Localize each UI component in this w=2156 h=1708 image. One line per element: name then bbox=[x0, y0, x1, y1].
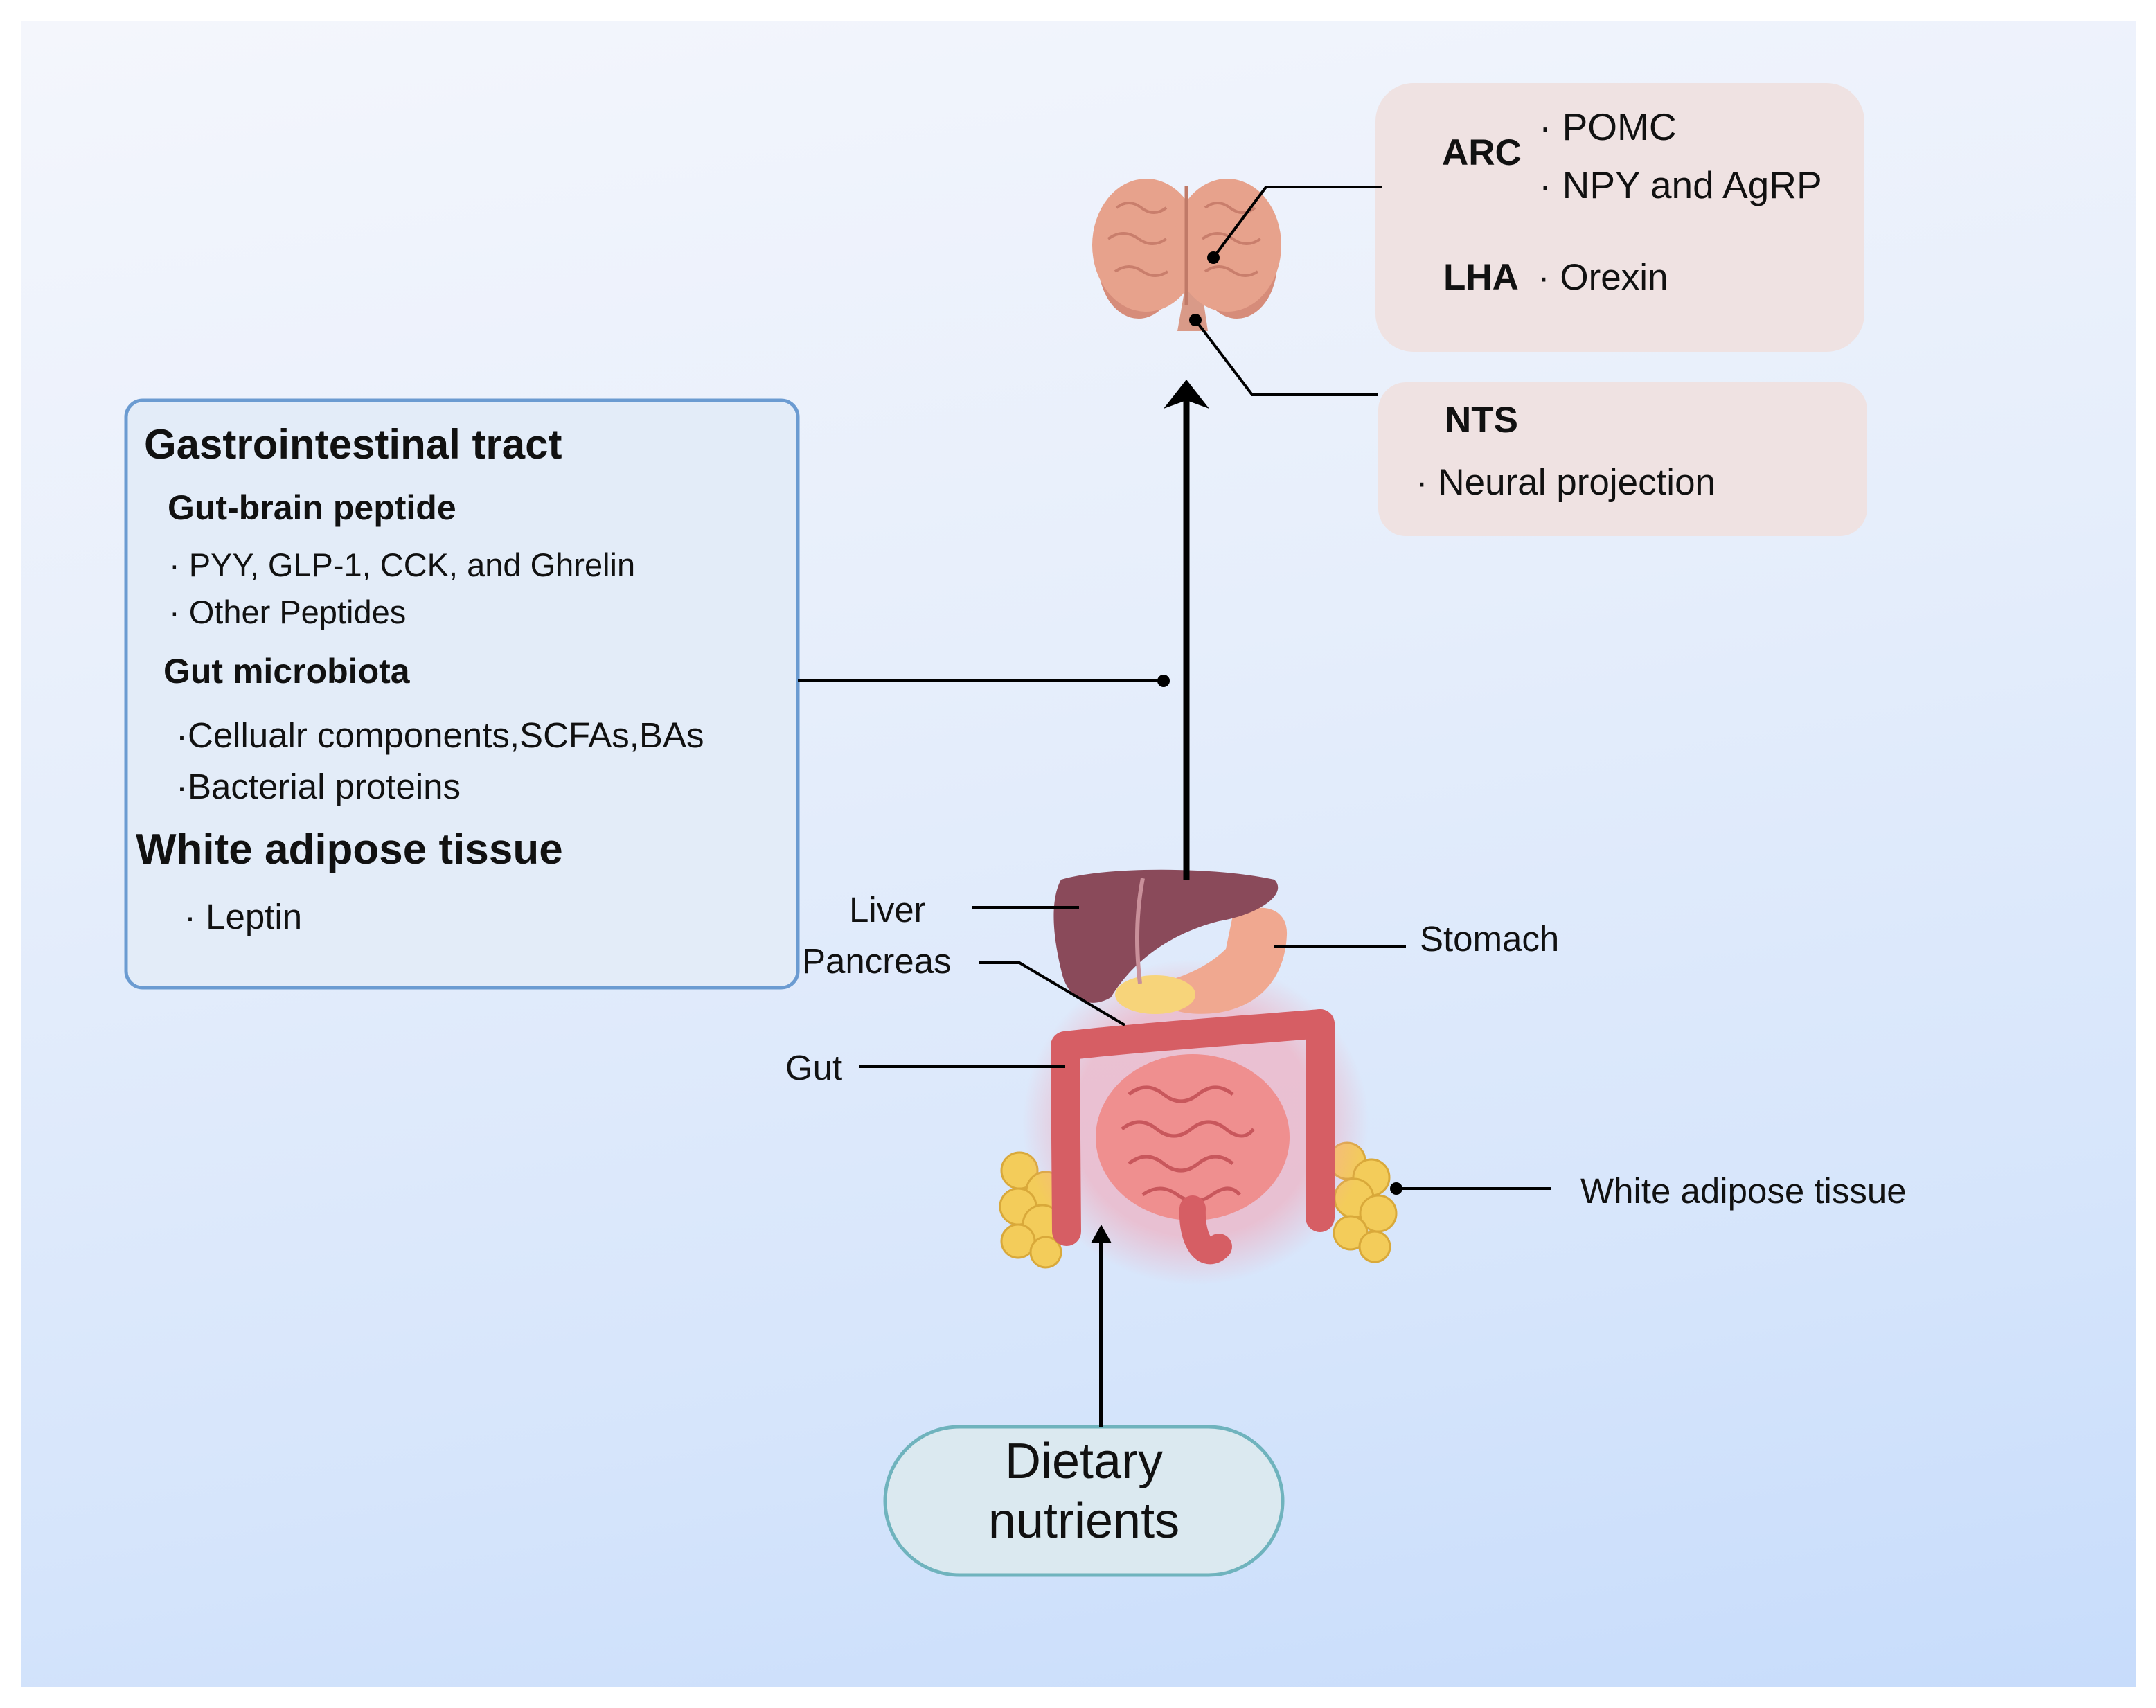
connector-arc bbox=[1212, 186, 1382, 259]
nts-item: · Neural projection bbox=[1416, 462, 1716, 503]
arc-item: · NPY and AgRP bbox=[1539, 163, 1822, 206]
gut-brain-peptide-item: · PYY, GLP-1, CCK, and Ghrelin bbox=[169, 546, 636, 583]
liver-label: Liver bbox=[849, 890, 926, 929]
brain-icon bbox=[1092, 179, 1281, 331]
lha-label: LHA bbox=[1443, 257, 1519, 298]
nts-box bbox=[1378, 382, 1867, 536]
gut-label: Gut bbox=[785, 1048, 843, 1087]
white-adipose-tissue-label: White adipose tissue bbox=[1580, 1171, 1907, 1211]
connector-pancreas bbox=[979, 961, 1126, 1026]
gut-microbiota-item: ·Bacterial proteins bbox=[176, 767, 461, 806]
pancreas-icon bbox=[1115, 975, 1195, 1014]
gut-microbiota-item: ·Cellualr components,SCFAs,BAs bbox=[176, 715, 704, 755]
dietary-nutrients-line1: Dietary bbox=[1004, 1434, 1164, 1489]
arc-label: ARC bbox=[1442, 132, 1522, 173]
intestine-icon bbox=[1022, 959, 1369, 1285]
liver-icon bbox=[1053, 869, 1279, 1003]
lha-item: · Orexin bbox=[1538, 257, 1668, 298]
white-adipose-item: · Leptin bbox=[184, 897, 303, 936]
dietary-nutrients-box bbox=[883, 1425, 1285, 1577]
connector-dots bbox=[1157, 251, 1402, 1195]
nts-label: NTS bbox=[1445, 400, 1518, 441]
brain-region-box bbox=[1375, 83, 1864, 352]
gut-brain-peptide-heading: Gut-brain peptide bbox=[168, 488, 456, 527]
connector-nts bbox=[1194, 319, 1378, 396]
white-adipose-heading: White adipose tissue bbox=[136, 826, 563, 873]
stomach-label: Stomach bbox=[1420, 919, 1560, 959]
arc-item: · POMC bbox=[1539, 105, 1677, 148]
gi-box-title: Gastrointestinal tract bbox=[144, 421, 562, 468]
gi-box bbox=[124, 398, 800, 990]
dietary-nutrients-line2: nutrients bbox=[988, 1493, 1180, 1549]
pancreas-label: Pancreas bbox=[802, 941, 952, 981]
gut-brain-peptide-item: · Other Peptides bbox=[169, 594, 407, 630]
gut-microbiota-heading: Gut microbiota bbox=[163, 652, 410, 691]
arrow-gut-to-brain bbox=[1164, 380, 1209, 880]
connector-lines bbox=[798, 186, 1551, 1190]
arrow-diet-to-gut bbox=[1091, 1225, 1112, 1427]
